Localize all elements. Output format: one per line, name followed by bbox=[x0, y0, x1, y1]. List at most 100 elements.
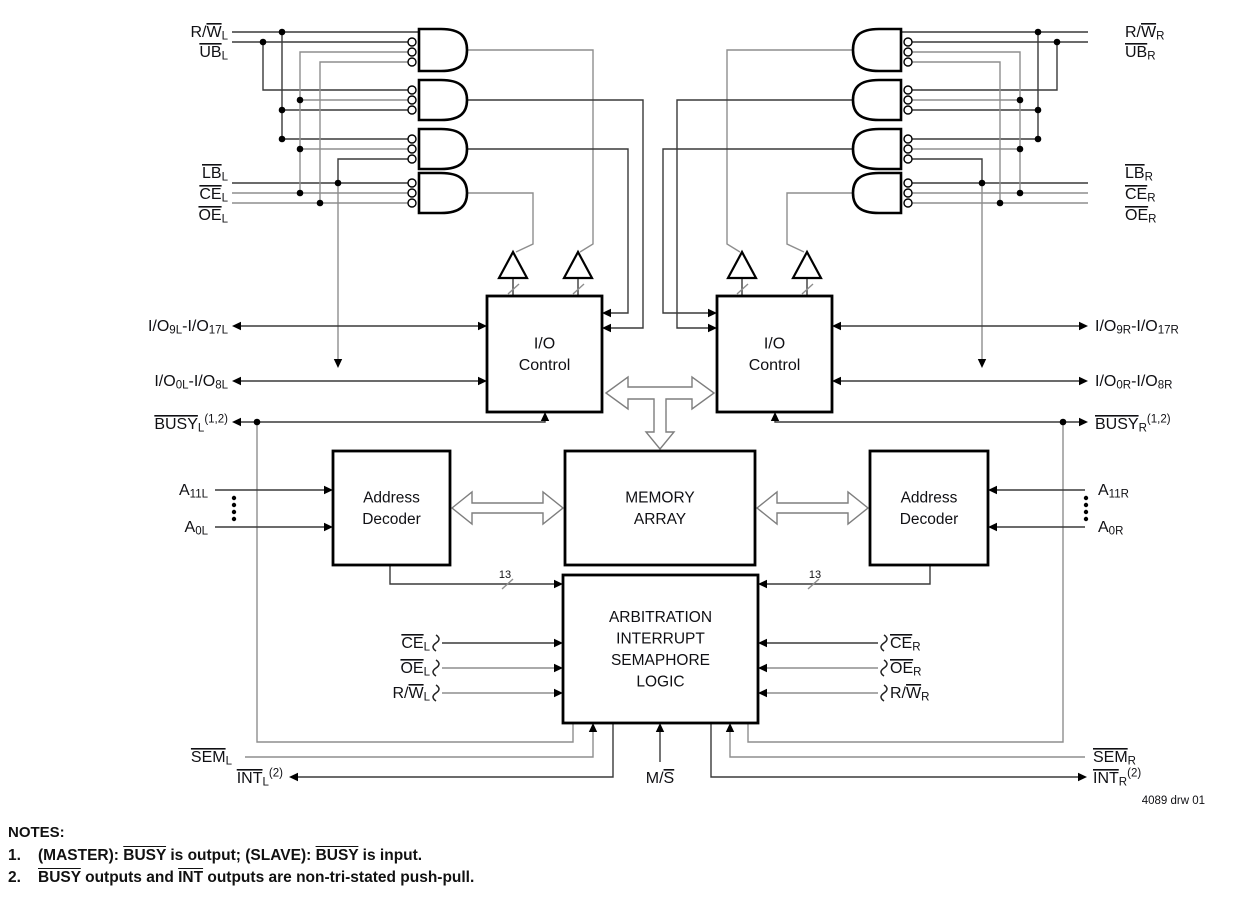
ellipsis-dot bbox=[1083, 516, 1089, 522]
text-run: is output; (SLAVE): bbox=[166, 847, 316, 864]
ellipsis-dot bbox=[1083, 509, 1089, 515]
ellipsis-dot bbox=[231, 502, 237, 508]
inverter-bubble bbox=[407, 105, 417, 115]
address-decoder-left-box-label: Decoder bbox=[362, 511, 421, 528]
junction-dot bbox=[259, 38, 267, 46]
inverter-bubble bbox=[903, 198, 913, 208]
and-gate-right-1 bbox=[851, 27, 903, 73]
label-int-left: INTL(2) bbox=[237, 768, 283, 789]
inverter-bubble bbox=[903, 47, 913, 57]
wire bbox=[786, 192, 853, 253]
bus-width-slash bbox=[801, 283, 814, 295]
arrowhead bbox=[588, 723, 598, 732]
arrowhead bbox=[1079, 376, 1088, 386]
arbitration-logic-box bbox=[561, 573, 760, 725]
arrowhead bbox=[1079, 417, 1088, 427]
memory-array-box bbox=[563, 449, 757, 567]
note-text: BUSY outputs and INT outputs are non-tri… bbox=[38, 867, 474, 889]
wire bbox=[912, 42, 1058, 91]
label-ub-left: UBL bbox=[199, 44, 228, 63]
inverter-bubble bbox=[903, 144, 913, 154]
junction-dot bbox=[1059, 418, 1067, 426]
junction-dot bbox=[316, 199, 324, 207]
io-control-left-box bbox=[485, 294, 604, 414]
label-int-right: INTR(2) bbox=[1093, 768, 1141, 789]
bus-width-slash bbox=[507, 283, 520, 295]
arbitration-logic-box-label: LOGIC bbox=[636, 673, 684, 690]
note-item: 1.(MASTER): BUSY is output; (SLAVE): BUS… bbox=[8, 845, 648, 867]
arrowhead bbox=[478, 321, 487, 331]
inverter-bubble bbox=[407, 178, 417, 188]
arrowhead bbox=[554, 638, 563, 648]
arrowhead bbox=[554, 688, 563, 698]
junction-dot bbox=[996, 199, 1004, 207]
address-decoder-right-box-label: Decoder bbox=[900, 511, 959, 528]
label-rw-left: R/WL bbox=[190, 24, 228, 43]
shared-signal-brace bbox=[880, 634, 888, 652]
arrowhead bbox=[289, 772, 298, 782]
arrowhead bbox=[725, 723, 735, 732]
label-arb-oe-left: OEL bbox=[400, 660, 430, 679]
overlined-signal: BUSY bbox=[315, 847, 359, 864]
wire bbox=[726, 49, 853, 253]
junction-dot bbox=[253, 418, 261, 426]
shared-signal-brace bbox=[880, 684, 888, 702]
wire bbox=[337, 158, 408, 183]
inverter-bubble bbox=[407, 37, 417, 47]
ellipsis-dot bbox=[231, 495, 237, 501]
label-io-low-right: I/O0R-I/O8R bbox=[1095, 373, 1172, 392]
label-arb-oe-right: OER bbox=[890, 660, 921, 679]
overlined-signal: BUSY bbox=[38, 869, 81, 886]
text-run: (MASTER): bbox=[38, 847, 124, 864]
wire bbox=[236, 416, 546, 423]
label-ce-left: CEL bbox=[199, 186, 228, 205]
junction-dot bbox=[334, 179, 342, 187]
arrowhead bbox=[1079, 321, 1088, 331]
note-number: 2. bbox=[8, 869, 21, 886]
label-master-slave: M/S bbox=[646, 770, 674, 787]
bus-width-slash bbox=[807, 578, 820, 590]
io-control-right-box bbox=[715, 294, 834, 414]
wire bbox=[912, 158, 983, 183]
arrowhead bbox=[602, 323, 611, 333]
wire bbox=[912, 61, 1001, 203]
arrowhead bbox=[988, 522, 997, 532]
junction-dot bbox=[1053, 38, 1061, 46]
ellipsis-dot bbox=[231, 516, 237, 522]
inverter-bubble bbox=[903, 188, 913, 198]
arrowhead bbox=[988, 485, 997, 495]
io-memory-bus-arrow bbox=[604, 375, 716, 451]
wire bbox=[467, 99, 644, 329]
note-item: 2. BUSY outputs and INT outputs are non-t… bbox=[8, 867, 648, 889]
shared-signal-brace bbox=[432, 684, 440, 702]
label-bus-width-left: 13 bbox=[499, 569, 511, 581]
label-oe-right: OER bbox=[1125, 207, 1156, 226]
note-text: (MASTER): BUSY is output; (SLAVE): BUSY … bbox=[38, 845, 422, 867]
label-rw-right: R/WR bbox=[1125, 24, 1164, 43]
ellipsis-dot bbox=[231, 509, 237, 515]
arrowhead bbox=[758, 638, 767, 648]
arrowhead bbox=[602, 308, 611, 318]
arrowhead bbox=[478, 376, 487, 386]
wire bbox=[281, 32, 408, 140]
inverter-bubble bbox=[903, 95, 913, 105]
arrowhead bbox=[770, 412, 780, 421]
inverter-bubble bbox=[407, 144, 417, 154]
label-a11-right: A11R bbox=[1098, 482, 1129, 501]
and-gate-right-2 bbox=[851, 78, 903, 122]
inverter-bubble bbox=[407, 198, 417, 208]
arrowhead bbox=[232, 376, 241, 386]
label-a11-left: A11L bbox=[179, 482, 209, 501]
junction-dot bbox=[296, 189, 304, 197]
buffer-3 bbox=[726, 249, 758, 280]
label-io-high-left: I/O9L-I/O17L bbox=[148, 318, 229, 337]
label-drawing-number: 4089 drw 01 bbox=[1142, 795, 1205, 807]
text-run: is input. bbox=[358, 847, 423, 864]
wire bbox=[467, 49, 594, 253]
inverter-bubble bbox=[407, 134, 417, 144]
arrowhead bbox=[324, 485, 333, 495]
junction-dot bbox=[1034, 28, 1042, 36]
arrowhead bbox=[232, 321, 241, 331]
